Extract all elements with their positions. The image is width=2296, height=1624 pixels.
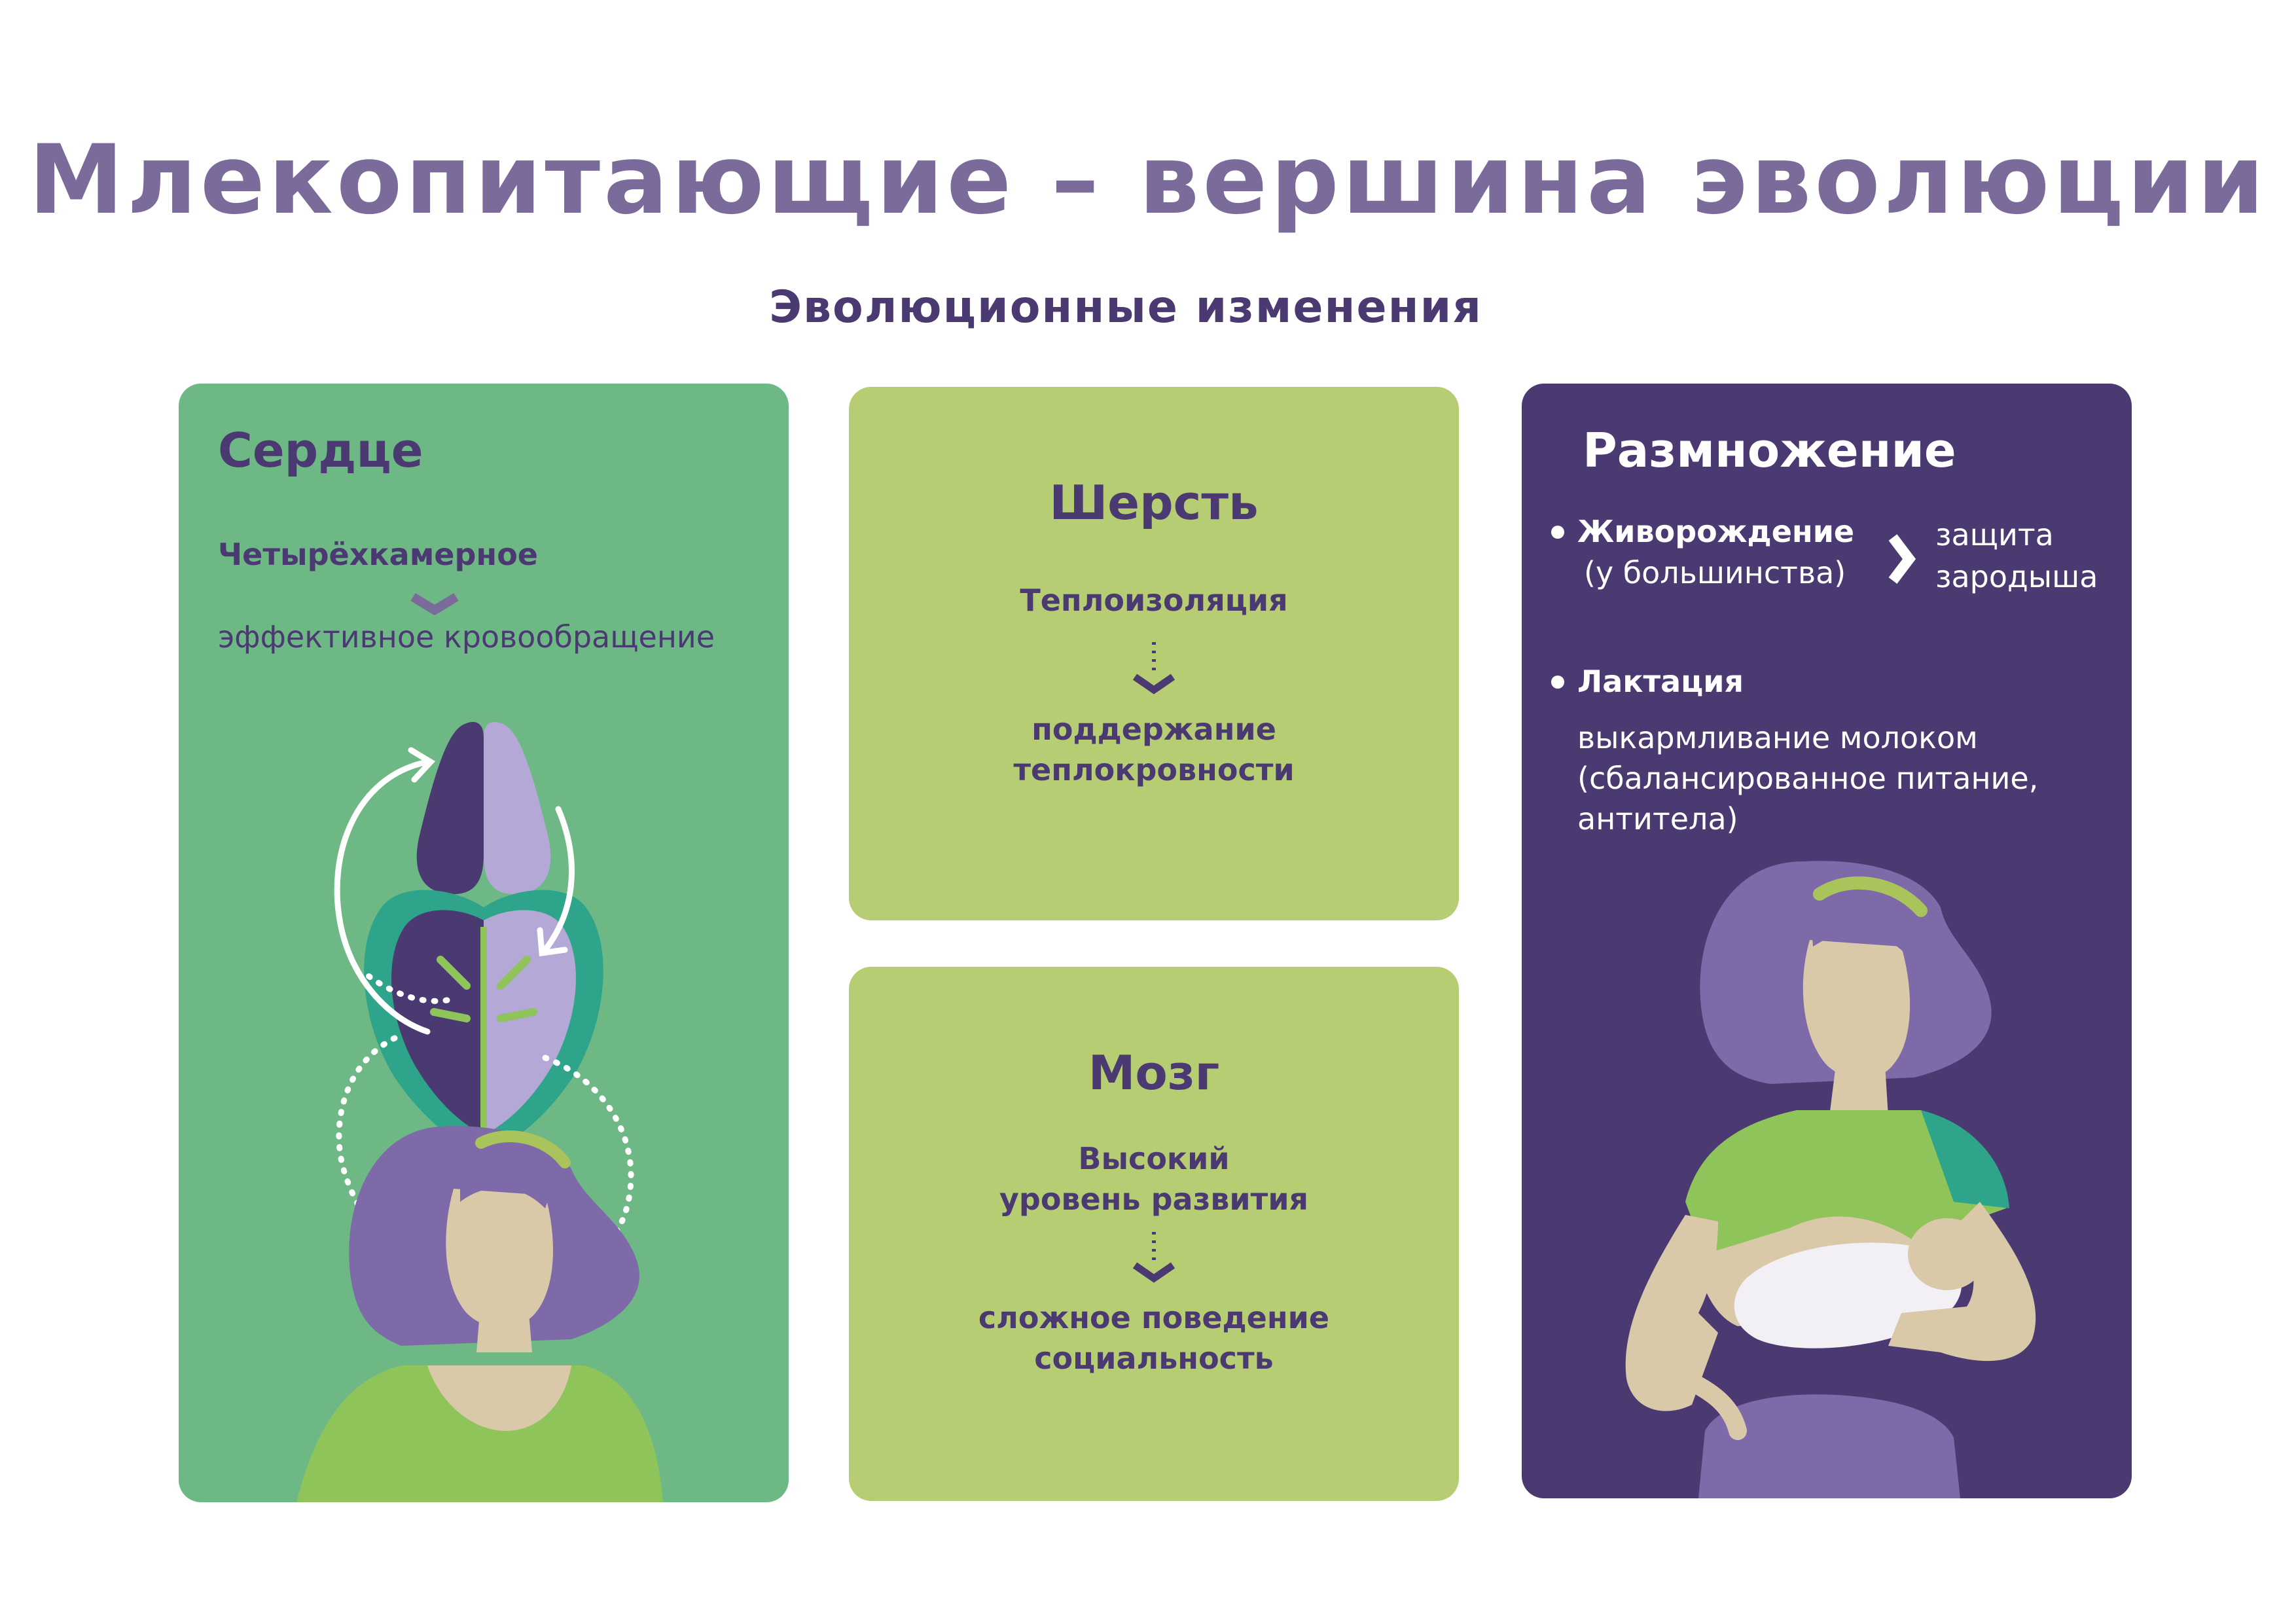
fur-heading: Шерсть (1049, 475, 1259, 530)
dotted-arrow-icon (1132, 642, 1175, 695)
fur-result-line1: поддержание (1031, 712, 1276, 747)
viviparity-result-line1: защита (1935, 517, 2054, 552)
lactation-line3: антитела) (1577, 801, 1738, 837)
page-title: Млекопитающие – вершина эволюции (28, 124, 2268, 236)
reproduction-heading: Размножение (1583, 423, 1956, 478)
lactation-line1: выкармливание молоком (1577, 720, 1978, 755)
brain-heading: Мозг (1088, 1045, 1220, 1100)
brain-feature-line2: уровень развития (999, 1182, 1309, 1217)
woman-illustration (296, 1126, 663, 1502)
brain-result-line2: социальность (1034, 1341, 1274, 1376)
fur-card: Шерсть Теплоизоляция поддержание теплокр… (849, 387, 1459, 920)
viviparity-title: Живорождение (1577, 514, 1855, 549)
brain-feature-line1: Высокий (1078, 1141, 1230, 1176)
heart-feature: Четырёхкамерное (218, 537, 538, 572)
brain-card: Мозг Высокий уровень развития сложное по… (849, 967, 1459, 1501)
lungs-icon (416, 721, 551, 894)
lactation-title: Лактация (1577, 664, 1744, 699)
lactation-line2: (сбалансированное питание, (1577, 761, 2039, 796)
heart-heading: Сердце (218, 423, 423, 478)
heart-icon (364, 890, 603, 1156)
heart-card: Сердце Четырёхкамерное эффективное крово… (179, 384, 789, 1502)
chevron-down-icon (410, 593, 459, 616)
heart-circulation-illustration (296, 721, 663, 1502)
fur-feature: Теплоизоляция (1020, 583, 1288, 618)
bullet-icon (1551, 526, 1564, 539)
reproduction-icons (1551, 526, 1916, 689)
fur-result-line2: теплокровности (1013, 752, 1295, 787)
bullet-icon (1551, 676, 1564, 689)
page-subtitle: Эволюционные изменения (769, 281, 1482, 333)
dotted-arrow-icon (1132, 1232, 1175, 1283)
viviparity-result-line2: зародыша (1935, 559, 2098, 594)
heart-result: эффективное кровообращение (218, 619, 715, 655)
viviparity-note: (у большинства) (1584, 555, 1846, 590)
mother-baby-illustration (1625, 861, 2036, 1498)
reproduction-card: Размножение Живорождение (у большинства)… (1522, 384, 2132, 1498)
chevron-right-icon (1888, 534, 1916, 584)
brain-result-line1: сложное поведение (978, 1300, 1330, 1335)
